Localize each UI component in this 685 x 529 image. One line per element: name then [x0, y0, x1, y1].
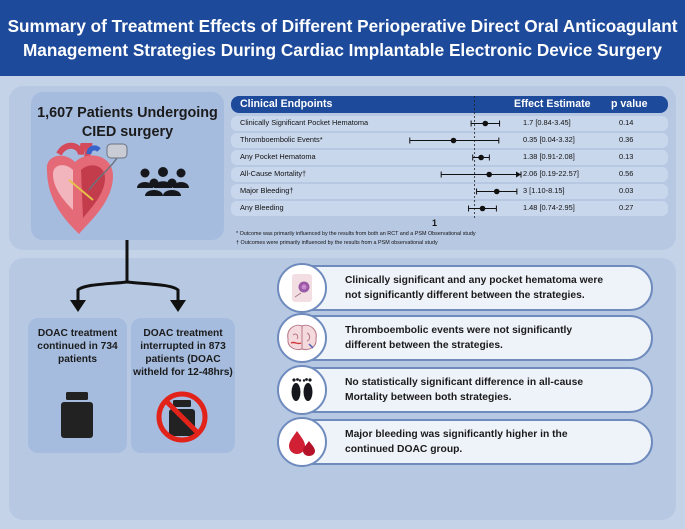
axis-tick-label: 1 — [432, 218, 438, 228]
table-row: Major Bleeding† 3 [1.10-8.15] 0.03 — [231, 184, 668, 199]
header-estimate: Effect Estimate — [514, 98, 591, 110]
heart-device-icon — [46, 142, 128, 234]
brain-icon — [287, 324, 317, 350]
point-estimate — [486, 171, 492, 178]
row-label: All-Cause Mortality† — [240, 169, 307, 178]
row-label: Clinically Significant Pocket Hematoma — [240, 118, 369, 127]
point-estimate — [482, 120, 489, 127]
header-pvalue: p value — [611, 98, 648, 110]
row-estimate: 2.06 [0.19-22.57] — [523, 169, 579, 178]
title-line-1: Summary of Treatment Effects of Differen… — [7, 16, 678, 36]
point-estimate — [450, 137, 457, 144]
point-estimate — [479, 205, 486, 212]
row-label: Major Bleeding† — [240, 186, 294, 195]
row-pvalue: 0.36 — [619, 135, 634, 144]
no-pill-bottle-icon — [156, 391, 208, 443]
finding-icon-frame — [277, 263, 327, 313]
table-row: Clinically Significant Pocket Hematoma 1… — [231, 116, 668, 131]
header-banner: Summary of Treatment Effects of Differen… — [0, 0, 685, 76]
branch-connector — [70, 240, 186, 312]
finding-bleeding: Major bleeding was significantly higher … — [277, 417, 653, 467]
blood-drops-icon — [289, 431, 315, 456]
forest-table: Clinical Endpoints Effect Estimate p val… — [231, 96, 671, 218]
table-row: Any Pocket Hematoma 1.38 [0.91-2.08] 0.1… — [231, 150, 668, 165]
hematoma-icon — [292, 274, 312, 302]
footnote-rct: * Outcome was primarily influenced by th… — [236, 231, 476, 237]
row-estimate: 1.7 [0.84-3.45] — [523, 118, 571, 127]
row-pvalue: 0.14 — [619, 118, 634, 127]
row-estimate: 1.38 [0.91-2.08] — [523, 152, 575, 161]
patients-title: 1,607 Patients Undergoing CIED surgery — [37, 105, 218, 140]
people-group-icon — [137, 167, 189, 196]
finding-thromboembolic: Thromboembolic events were not significa… — [277, 313, 653, 363]
finding-icon-frame — [277, 417, 327, 467]
pill-bottle-icon — [61, 392, 93, 438]
row-label: Thromboembolic Events* — [240, 135, 323, 144]
forest-plot — [409, 96, 522, 218]
continued-doac-box: DOAC treatment continued in 734 patients — [28, 318, 127, 453]
feet-icon — [291, 378, 313, 401]
finding-mortality: No statistically significant difference … — [277, 365, 653, 415]
interrupted-doac-box: DOAC treatment interrupted in 873 patien… — [131, 318, 235, 453]
table-row: Any Bleeding 1.48 [0.74-2.95] 0.27 — [231, 201, 668, 216]
point-estimate — [478, 154, 484, 161]
finding-icon-frame — [277, 365, 327, 415]
finding-icon-frame — [277, 313, 327, 363]
row-estimate: 1.48 [0.74-2.95] — [523, 203, 575, 212]
title-line-2: Management Strategies During Cardiac Imp… — [22, 40, 662, 60]
row-estimate: 3 [1.10-8.15] — [523, 186, 565, 195]
footnote-psm: † Outcomes were primarily influenced by … — [236, 240, 438, 246]
row-label: Any Pocket Hematoma — [240, 152, 316, 161]
row-pvalue: 0.27 — [619, 203, 634, 212]
table-header: Clinical Endpoints Effect Estimate p val… — [231, 96, 668, 113]
row-label: Any Bleeding — [240, 203, 284, 212]
row-pvalue: 0.03 — [619, 186, 634, 195]
patients-box: 1,607 Patients Undergoing CIED surgery — [31, 92, 224, 240]
row-pvalue: 0.13 — [619, 152, 634, 161]
point-estimate — [493, 188, 500, 195]
row-estimate: 0.35 [0.04-3.32] — [523, 135, 575, 144]
finding-hematoma: Clinically significant and any pocket he… — [277, 263, 653, 313]
row-pvalue: 0.56 — [619, 169, 634, 178]
header-endpoints: Clinical Endpoints — [240, 98, 333, 110]
ci-arrow — [516, 171, 521, 178]
